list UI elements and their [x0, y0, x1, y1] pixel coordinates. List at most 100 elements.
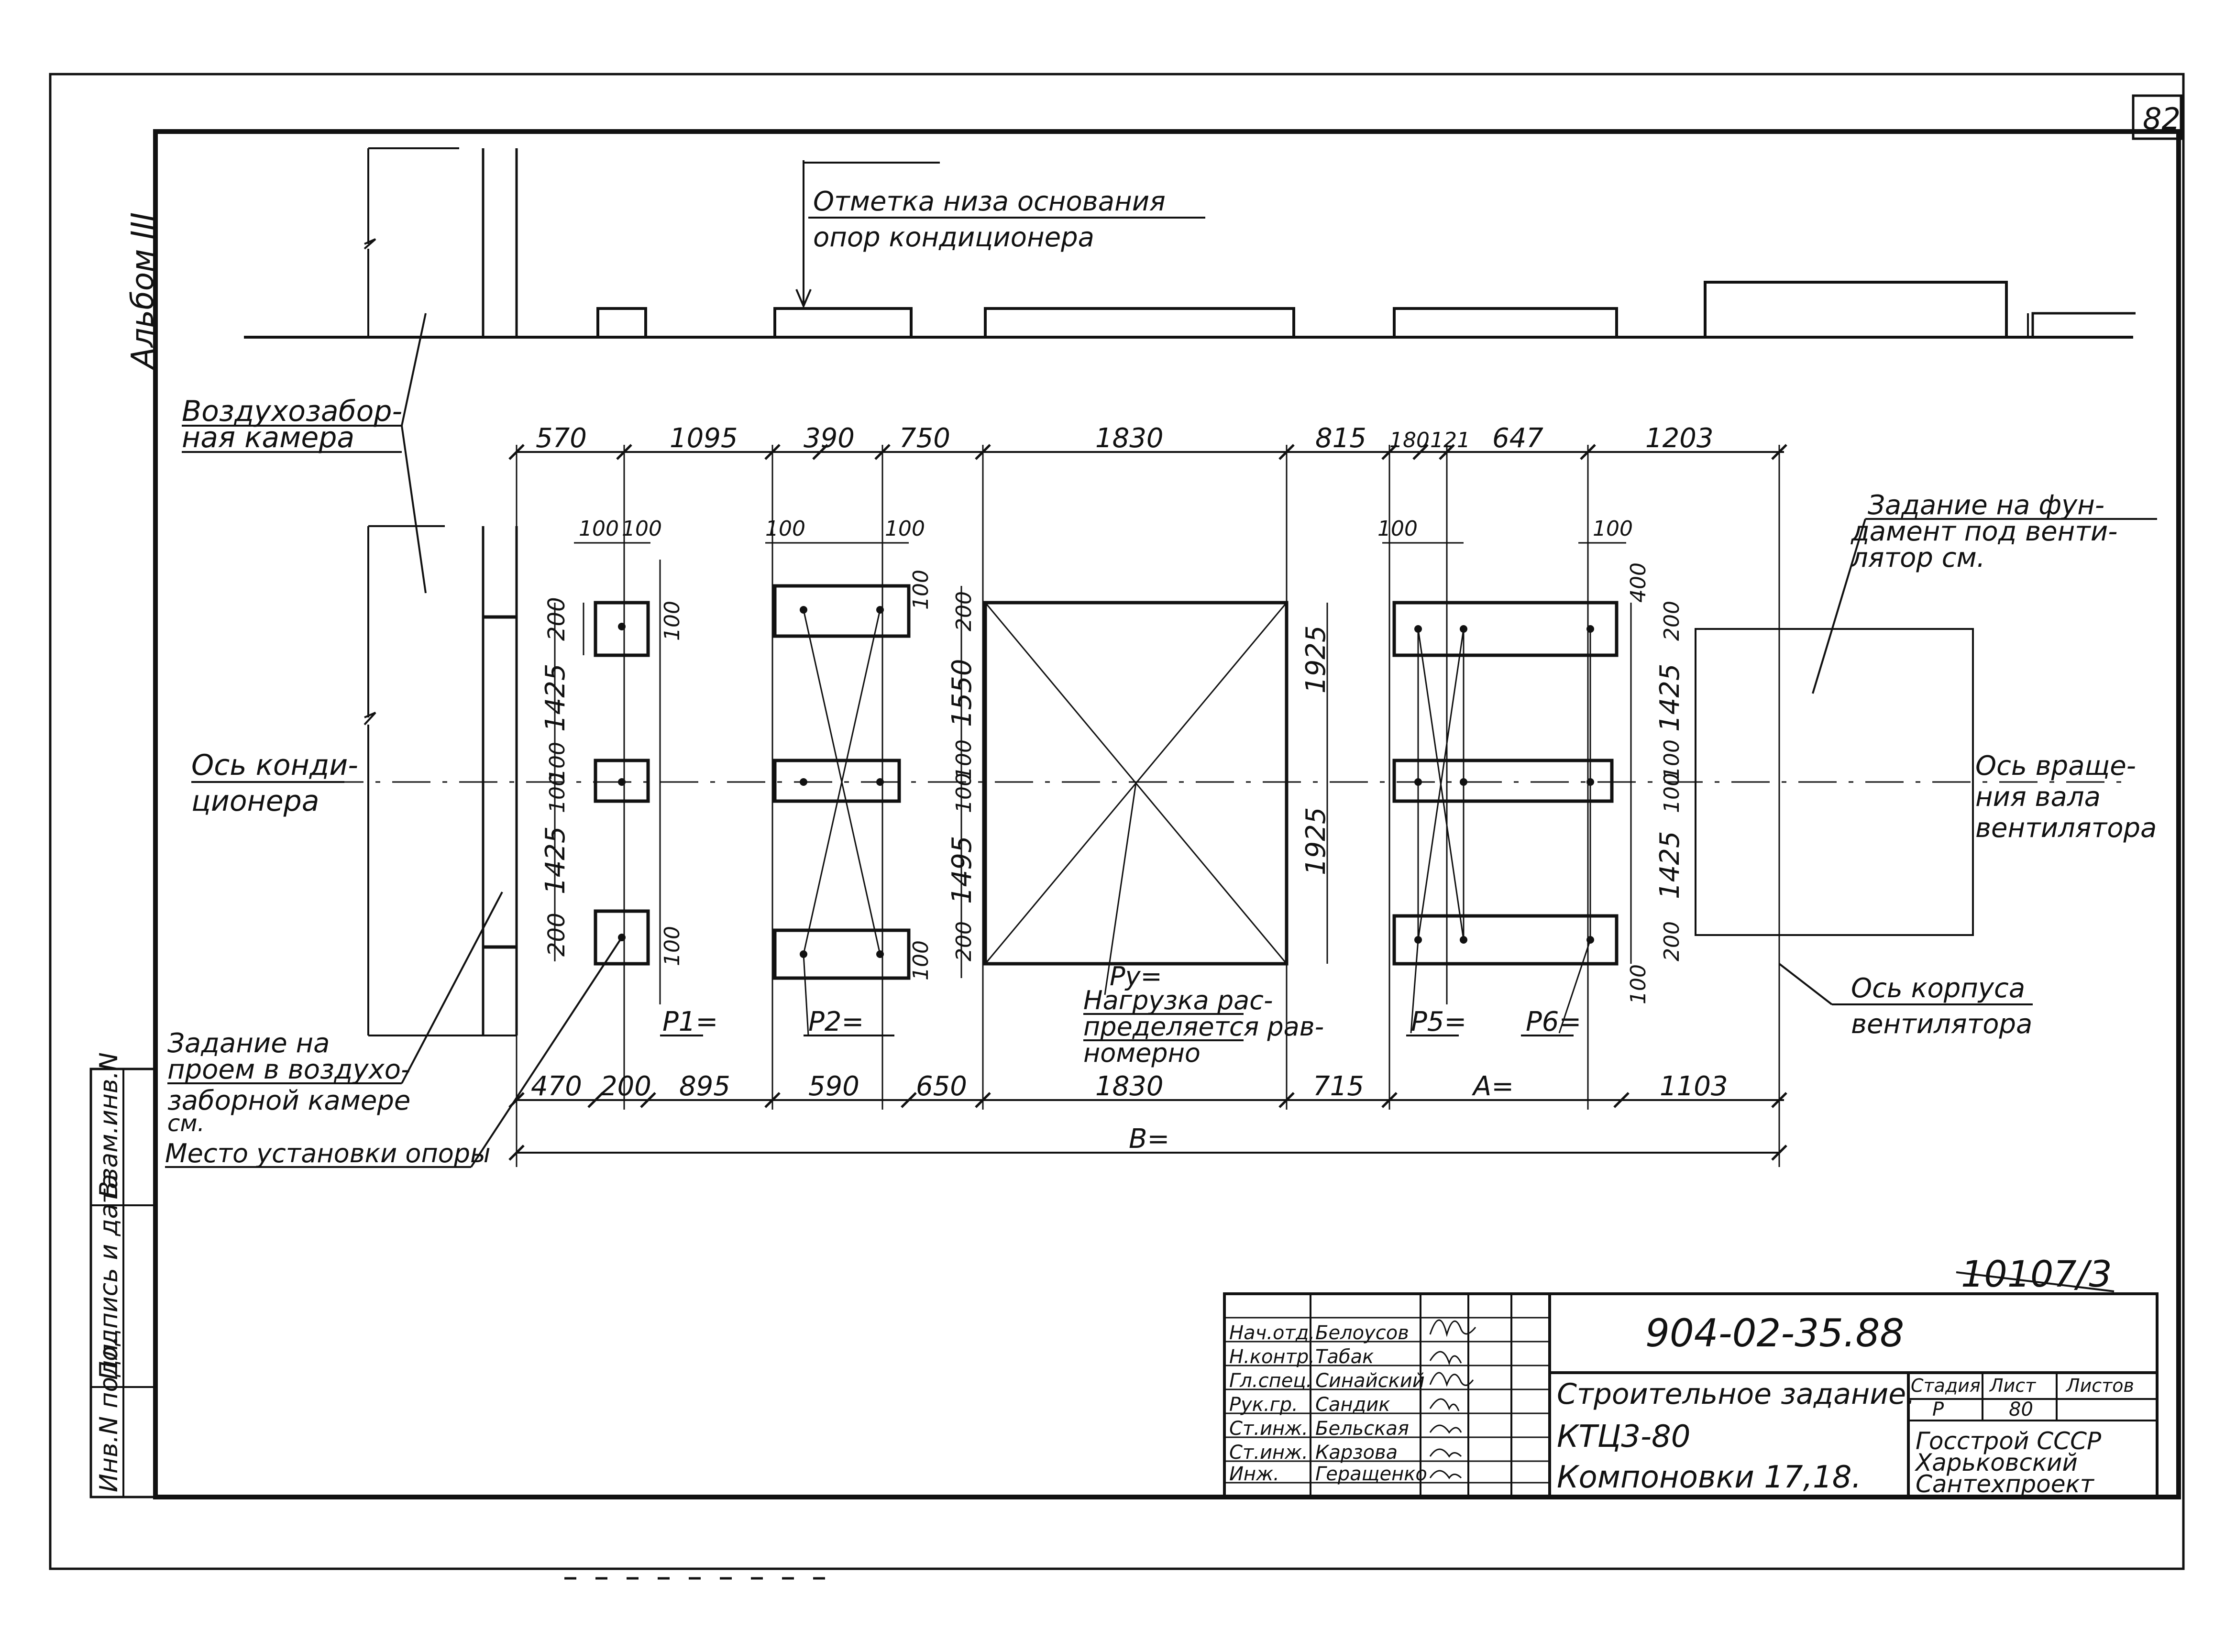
- tb-role-5: Ст.инж.: [1229, 1418, 1308, 1440]
- central-foundation: [983, 601, 1328, 995]
- right-v-100a: 100: [1660, 739, 1684, 780]
- fan-foundation: [1695, 628, 1974, 936]
- signatures: [1429, 1319, 1476, 1479]
- support-p5-p6: [1382, 542, 1632, 966]
- fan-foundation-label-line2: дамент под венти-: [1850, 516, 2117, 547]
- stage-value: Р: [1932, 1399, 1944, 1421]
- stage-header: Стадия: [1911, 1375, 1981, 1396]
- right-v-400: 400: [1626, 562, 1651, 603]
- top-dim-7: 180: [1389, 428, 1430, 452]
- right-v-200a: 200: [1660, 601, 1684, 641]
- bottom-dim-6: 1830: [1095, 1071, 1164, 1102]
- tb-role-6: Ст.инж.: [1229, 1442, 1308, 1464]
- tb-name-3: Синайский: [1315, 1370, 1425, 1392]
- load-p2: P2=: [808, 1006, 864, 1037]
- p2-dim-100a: 100: [765, 517, 805, 541]
- bottom-dim-8: A=: [1472, 1071, 1514, 1102]
- album-label: Альбом III: [125, 212, 161, 370]
- tb-name-4: Сандик: [1315, 1394, 1390, 1416]
- conditioner-axis-label-line2: ционера: [191, 784, 319, 818]
- stamp-orig-inv: Инв.N подл.: [95, 1336, 123, 1492]
- p2-v-100a: 100: [909, 570, 933, 610]
- p1-v-200a: 200: [543, 597, 570, 641]
- stamp-replace-inv: Взам.инв.N: [95, 1052, 123, 1198]
- fan-casing-axis-line2: вентилятора: [1851, 1009, 2032, 1040]
- load-note-line4: номерно: [1083, 1038, 1201, 1068]
- p1-dim-100a: 100: [579, 517, 619, 541]
- p1-v-1425b: 1425: [540, 826, 571, 894]
- elevation-view: [244, 160, 2136, 339]
- title-line-3: Компоновки 17,18.: [1557, 1460, 1861, 1495]
- tb-name-1: Белоусов: [1315, 1322, 1409, 1344]
- p2-v-100d: 100: [909, 940, 933, 980]
- title-block: [1223, 1292, 2159, 1498]
- p2-v-200a: 200: [952, 591, 976, 631]
- opening-task-line2: проем в воздухо-: [167, 1054, 410, 1085]
- right-dim-100a: 100: [1377, 517, 1418, 541]
- sheet-header: Лист: [1989, 1375, 2037, 1396]
- p1-dim-100b: 100: [622, 517, 662, 541]
- p1-v-100c: 100: [660, 601, 684, 641]
- tb-role-1: Нач.отд.: [1229, 1322, 1315, 1344]
- air-intake-chamber: [363, 147, 518, 1036]
- right-dim-100b: 100: [1593, 517, 1633, 541]
- load-p6: P6=: [1526, 1006, 1581, 1037]
- outer-frame: [49, 73, 2185, 1570]
- right-v-1425b: 1425: [1654, 831, 1685, 899]
- load-p1: P1=: [662, 1006, 718, 1037]
- p2-v-100b: 100: [952, 739, 976, 780]
- tb-name-6: Карзова: [1315, 1442, 1398, 1464]
- bottom-dim-9: 1103: [1660, 1071, 1728, 1102]
- load-note-line2: Нагрузка рас-: [1083, 985, 1273, 1015]
- bottom-level-note-line1: Отметка низа основания: [813, 186, 1166, 217]
- top-dim-1: 570: [536, 423, 587, 454]
- right-v-200b: 200: [1660, 921, 1684, 961]
- load-note-py: Py=: [1110, 961, 1162, 991]
- p1-v-100b: 100: [545, 773, 570, 813]
- air-intake-label-line1: Воздухозабор-: [182, 395, 402, 428]
- p2-v-100c: 100: [952, 773, 976, 813]
- fan-foundation-label-line1: Задание на фун-: [1868, 490, 2104, 521]
- fan-shaft-axis-line3: вентилятора: [1975, 813, 2157, 844]
- tb-role-2: Н.контр.: [1229, 1346, 1315, 1368]
- top-dim-6: 815: [1315, 423, 1366, 454]
- conditioner-axis-label-line1: Ось конди-: [191, 749, 358, 782]
- right-v-100c: 100: [1626, 964, 1651, 1004]
- sheet-number: 82: [2143, 101, 2181, 136]
- fan-shaft-axis-line1: Ось враще-: [1975, 750, 2136, 782]
- doc-code: 904-02-35.88: [1645, 1311, 1904, 1355]
- bottom-dim-1: 470: [531, 1071, 582, 1102]
- p2-v-200b: 200: [952, 921, 976, 961]
- fan-casing-axis-line1: Ось корпуса: [1851, 973, 2025, 1004]
- opening-task-line1: Задание на: [167, 1028, 330, 1059]
- sheets-header: Листов: [2065, 1375, 2134, 1396]
- top-dim-5: 1830: [1095, 423, 1164, 454]
- tb-role-4: Рук.гр.: [1229, 1394, 1298, 1416]
- central-v-1925b: 1925: [1300, 807, 1332, 875]
- top-dim-4: 750: [899, 423, 950, 454]
- title-line-1: Строительное задание.: [1557, 1377, 1915, 1411]
- support-p1: [554, 542, 661, 1004]
- bottom-dim-3: 895: [679, 1071, 730, 1102]
- bottom-dim-5: 650: [916, 1071, 967, 1102]
- side-stamp: [89, 1068, 157, 1498]
- load-note-line3: пределяется рав-: [1083, 1012, 1324, 1042]
- overall-dim: B=: [1129, 1123, 1169, 1155]
- central-v-1925a: 1925: [1300, 625, 1332, 694]
- p1-v-1425a: 1425: [540, 663, 571, 732]
- bottom-dim-4: 590: [808, 1071, 859, 1102]
- bottom-dimension-chain: [508, 1092, 1787, 1161]
- top-dim-8: 121: [1430, 428, 1470, 452]
- p2-v-1495: 1495: [947, 836, 978, 904]
- tb-name-5: Бельская: [1315, 1418, 1409, 1440]
- sheet-value: 80: [2009, 1399, 2033, 1421]
- org-line-2: Харьковский: [1914, 1449, 2078, 1476]
- stamp-signature-date: Подпись и дата: [95, 1174, 123, 1380]
- opening-task-line4: см.: [167, 1110, 205, 1137]
- p2-v-1550: 1550: [947, 659, 978, 727]
- bottom-level-note-line2: опор кондиционера: [813, 222, 1094, 253]
- p1-v-200b: 200: [543, 913, 570, 957]
- p2-dim-100b: 100: [885, 517, 925, 541]
- top-dim-10: 1203: [1645, 423, 1714, 454]
